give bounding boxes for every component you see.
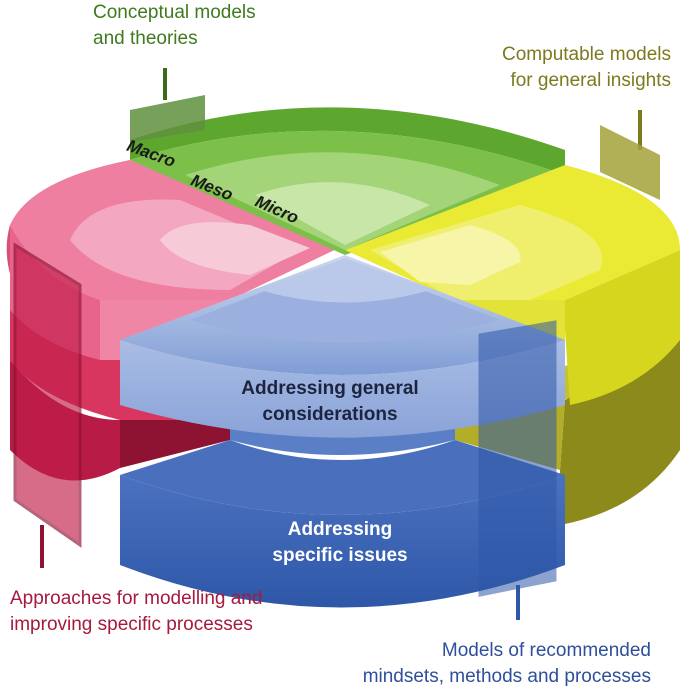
label-conceptual-models: Conceptual models and theories bbox=[93, 0, 256, 52]
tier-line: Addressing general bbox=[241, 378, 419, 399]
tier-line: Addressing bbox=[287, 519, 393, 540]
tier-specific-issues: Addressing specific issues bbox=[225, 517, 455, 569]
label-line: Computable models bbox=[502, 44, 671, 65]
label-line: Models of recommended bbox=[441, 640, 651, 661]
label-recommended-models: Models of recommended mindsets, methods … bbox=[363, 638, 651, 690]
label-line: and theories bbox=[93, 28, 198, 49]
upper-green-segment bbox=[130, 107, 565, 255]
tier-line: considerations bbox=[262, 404, 398, 425]
label-approaches: Approaches for modelling and improving s… bbox=[10, 586, 262, 638]
label-line: Approaches for modelling and bbox=[10, 588, 263, 609]
label-line: for general insights bbox=[510, 70, 671, 91]
olive-flag-marker bbox=[600, 110, 660, 200]
lower-blue-segment bbox=[120, 420, 565, 608]
red-flag-marker bbox=[13, 242, 82, 568]
tier-line: specific issues bbox=[272, 545, 408, 566]
label-line: Conceptual models bbox=[93, 2, 256, 23]
green-flag-marker bbox=[130, 68, 205, 142]
blue-flag-marker bbox=[478, 320, 557, 620]
tier-general-considerations: Addressing general considerations bbox=[210, 376, 450, 428]
label-line: mindsets, methods and processes bbox=[362, 666, 651, 687]
upper-blue-segment bbox=[120, 255, 565, 438]
label-line: improving specific processes bbox=[10, 614, 253, 635]
label-computable-models: Computable models for general insights bbox=[502, 42, 671, 94]
